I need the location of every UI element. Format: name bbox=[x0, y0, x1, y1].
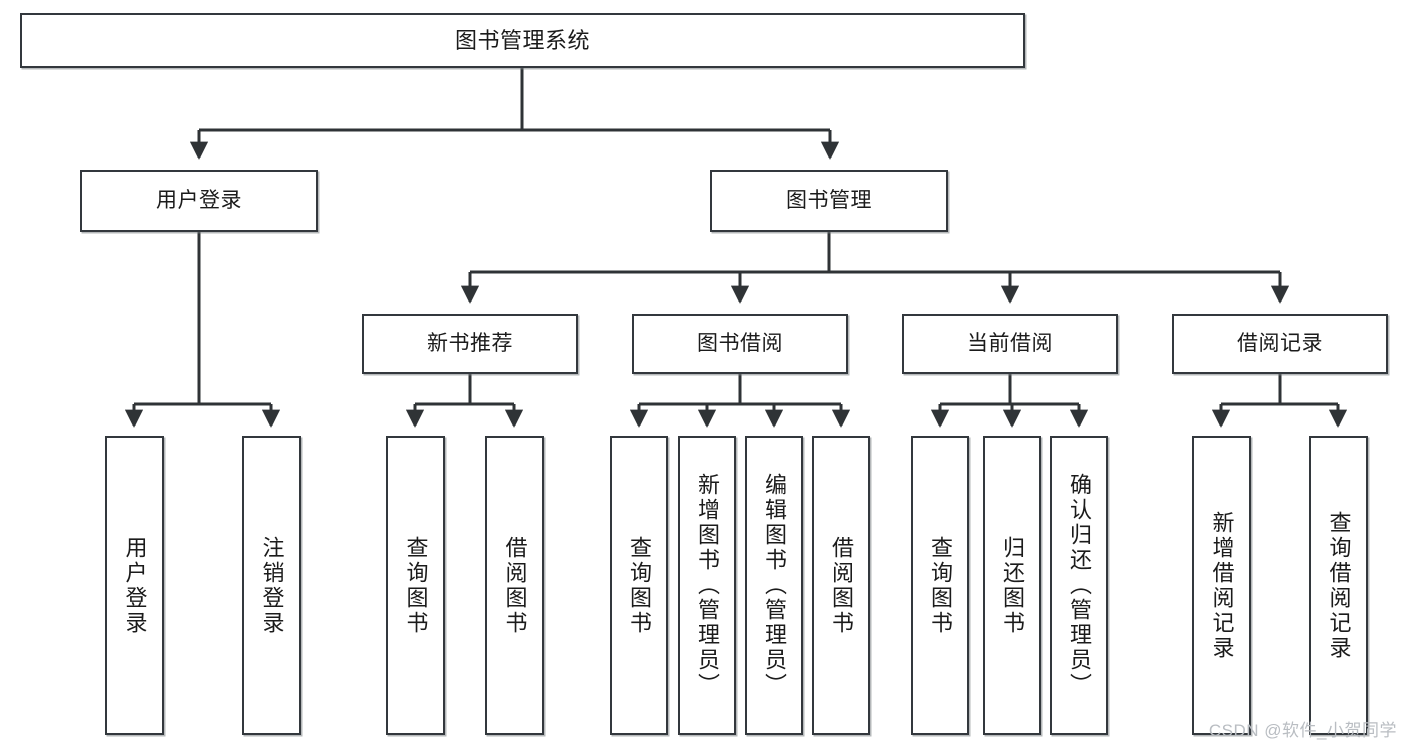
watermark: CSDN @软件_小贺同学 bbox=[1208, 721, 1397, 740]
leaf-borrow-book-2-label: 借阅图书 bbox=[829, 535, 854, 636]
leaf-borrow-book-1[interactable]: 借阅图书 bbox=[485, 436, 544, 735]
leaf-add-record-label: 新增借阅记录 bbox=[1209, 510, 1235, 661]
leaf-query-book-2[interactable]: 查询图书 bbox=[610, 436, 668, 735]
leaf-return-book-label: 归还图书 bbox=[1000, 535, 1025, 636]
node-book-borrow-label: 图书借阅 bbox=[697, 331, 783, 355]
leaf-query-record-label: 查询借阅记录 bbox=[1326, 510, 1352, 661]
node-root-label: 图书管理系统 bbox=[454, 27, 590, 53]
leaf-query-book-2-label: 查询图书 bbox=[627, 535, 652, 636]
node-new-book-rec[interactable]: 新书推荐 bbox=[362, 314, 578, 374]
leaf-query-book-3[interactable]: 查询图书 bbox=[911, 436, 969, 735]
node-user-login[interactable]: 用户登录 bbox=[80, 170, 318, 232]
node-root[interactable]: 图书管理系统 bbox=[20, 13, 1025, 68]
leaf-add-book[interactable]: 新增图书（管理员） bbox=[678, 436, 736, 735]
node-borrow-record[interactable]: 借阅记录 bbox=[1172, 314, 1388, 374]
leaf-user-logout-label: 注销登录 bbox=[259, 535, 285, 636]
leaf-confirm-return-label: 确认归还（管理员） bbox=[1067, 473, 1092, 698]
leaf-confirm-return[interactable]: 确认归还（管理员） bbox=[1050, 436, 1108, 735]
node-user-login-label: 用户登录 bbox=[156, 188, 242, 212]
leaf-edit-book-label: 编辑图书（管理员） bbox=[762, 473, 787, 698]
node-book-manage-label: 图书管理 bbox=[786, 188, 872, 212]
leaf-return-book[interactable]: 归还图书 bbox=[983, 436, 1041, 735]
leaf-add-record[interactable]: 新增借阅记录 bbox=[1192, 436, 1251, 735]
leaf-query-record[interactable]: 查询借阅记录 bbox=[1309, 436, 1368, 735]
node-borrow-record-label: 借阅记录 bbox=[1237, 331, 1323, 355]
leaf-user-login-label: 用户登录 bbox=[122, 535, 148, 636]
node-book-manage[interactable]: 图书管理 bbox=[710, 170, 948, 232]
node-book-borrow[interactable]: 图书借阅 bbox=[632, 314, 848, 374]
leaf-borrow-book-2[interactable]: 借阅图书 bbox=[812, 436, 870, 735]
leaf-query-book-1-label: 查询图书 bbox=[403, 535, 429, 636]
leaf-edit-book[interactable]: 编辑图书（管理员） bbox=[745, 436, 803, 735]
leaf-user-logout[interactable]: 注销登录 bbox=[242, 436, 301, 735]
leaf-query-book-3-label: 查询图书 bbox=[928, 535, 953, 636]
leaf-add-book-label: 新增图书（管理员） bbox=[695, 473, 720, 698]
leaf-query-book-1[interactable]: 查询图书 bbox=[386, 436, 445, 735]
node-current-borrow-label: 当前借阅 bbox=[967, 331, 1053, 355]
node-new-book-rec-label: 新书推荐 bbox=[427, 331, 513, 355]
node-current-borrow[interactable]: 当前借阅 bbox=[902, 314, 1118, 374]
leaf-user-login[interactable]: 用户登录 bbox=[105, 436, 164, 735]
leaf-borrow-book-1-label: 借阅图书 bbox=[502, 535, 528, 636]
